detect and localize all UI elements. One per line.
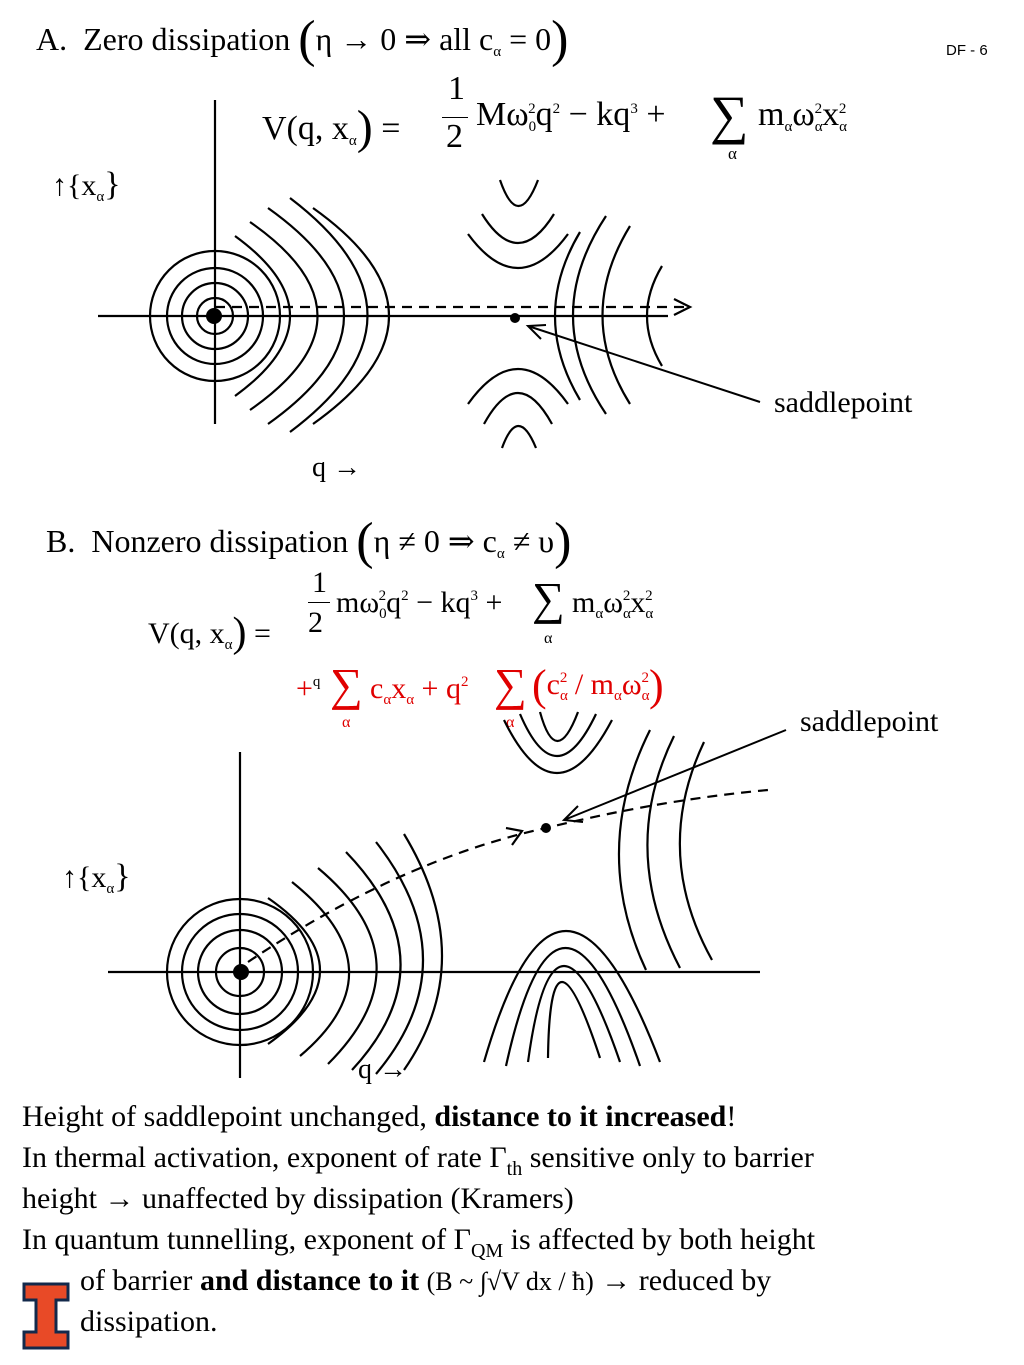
contour-arc: [617, 729, 651, 971]
body-line-5: of barrier and distance to it (B ~ ∫√V d…: [80, 1260, 771, 1302]
section-a-condition: η → 0 ⇒ all c: [315, 21, 494, 57]
section-a-xaxis-label: q →: [312, 452, 361, 483]
callout-arrow-b: [563, 729, 787, 821]
contour-circle: [214, 946, 266, 998]
formula-a-lhs-sub: α: [348, 133, 357, 149]
body-line-4: In quantum tunnelling, exponent of ΓQM i…: [22, 1219, 815, 1272]
section-b-title: Nonzero dissipation: [91, 523, 349, 559]
contour-circle: [165, 897, 315, 1047]
body-l2-sub: th: [506, 1158, 523, 1180]
body-l1-c: !: [726, 1100, 737, 1133]
yaxis-b-text: ↑{x: [62, 861, 107, 894]
contour-circle: [180, 281, 250, 351]
contour-arc: [481, 213, 555, 244]
escape-path-b: [247, 788, 769, 963]
section-b-condition: η ≠ 0 ⇒ c: [373, 523, 497, 559]
section-b-header: B. Nonzero dissipation (η ≠ 0 ⇒ cα ≠ υ): [46, 513, 572, 570]
contour-circle: [148, 249, 282, 383]
contour-arc: [500, 425, 538, 449]
section-a-title: Zero dissipation: [83, 21, 291, 57]
contour-arc: [267, 897, 321, 1045]
section-b-diagram: [108, 711, 787, 1078]
section-b-condition-sub: α: [496, 546, 505, 562]
body-l5-a: of barrier: [80, 1264, 200, 1297]
contour-arc: [312, 207, 391, 425]
contour-arc: [518, 713, 597, 757]
well-point-b: [233, 964, 249, 980]
saddlepoint-label-a: saddlepoint: [774, 386, 913, 419]
body-line-1: Height of saddlepoint unchanged, distanc…: [22, 1096, 736, 1137]
contour-arc: [403, 833, 443, 1071]
formula-b-lhs-sub: α: [224, 637, 233, 653]
yaxis-a-sub: α: [96, 189, 105, 205]
contour-arc: [498, 179, 540, 208]
body-line-2: In thermal activation, exponent of rate …: [22, 1137, 814, 1190]
body-l5-formula: (B ~ ∫√V dx / ħ): [426, 1267, 594, 1296]
well-point-a: [206, 308, 222, 324]
arrowhead-b: [505, 826, 524, 846]
contour-arc: [503, 719, 613, 775]
contour-arc: [572, 215, 607, 415]
contour-arc: [646, 265, 663, 367]
contour-arc: [482, 930, 662, 1063]
contour-arc: [601, 225, 631, 405]
contour-arc: [646, 735, 681, 969]
section-a-yaxis-label: ↑{xα}: [52, 166, 121, 205]
section-a-condition-tail: = 0: [509, 21, 552, 57]
yaxis-b-sub: α: [106, 881, 115, 897]
contour-arc: [483, 392, 553, 425]
formula-b-lhs: V(q, x: [148, 617, 225, 650]
yaxis-a-text: ↑{x: [52, 169, 97, 202]
body-line-6: dissipation.: [80, 1305, 218, 1338]
body-l4-b: is affected by both height: [503, 1223, 816, 1256]
contour-circle: [165, 266, 265, 366]
body-l4-sub: QM: [470, 1240, 504, 1262]
contour-arc: [345, 851, 402, 1071]
body-l5-c: → reduced by: [601, 1264, 772, 1297]
section-a-letter: A.: [36, 21, 68, 57]
section-b-formula: V(q, xα) = 1 2 mω02q2 − kq3 + ∑ α mαωα2x…: [148, 566, 664, 731]
body-l2-a: In thermal activation, exponent of rate …: [22, 1141, 507, 1174]
contour-arc: [317, 867, 378, 1065]
section-a-diagram: [98, 100, 761, 449]
contour-arc: [467, 233, 569, 269]
section-b-xaxis-label: q →: [358, 1054, 407, 1085]
contour-arc: [546, 980, 602, 1059]
contour-arc: [526, 964, 622, 1063]
contour-arc: [504, 946, 642, 1067]
body-line-3: height → unaffected by dissipation (Kram…: [22, 1182, 574, 1215]
contour-arc: [538, 711, 580, 743]
saddle-point-a: [510, 313, 520, 323]
section-a-header: A. Zero dissipation (η → 0 ⇒ all cα = 0): [36, 11, 569, 68]
contour-arc: [467, 368, 569, 405]
saddlepoint-label-b: saddlepoint: [800, 705, 939, 738]
body-l2-b: sensitive only to barrier: [522, 1141, 814, 1174]
contour-arc: [249, 221, 319, 411]
section-b-yaxis-label: ↑{xα}: [62, 858, 131, 897]
body-l1-a: Height of saddlepoint unchanged,: [22, 1100, 435, 1133]
formula-a-lhs: V(q, x: [262, 110, 349, 147]
illinois-block-i-logo: [22, 1282, 70, 1350]
contour-arc: [553, 231, 581, 401]
body-l1-b: distance to it increased: [434, 1100, 727, 1133]
contour-arc: [375, 841, 424, 1075]
contour-arc: [678, 741, 713, 961]
section-a-condition-sub: α: [493, 44, 502, 60]
slide-id: DF - 6: [946, 42, 988, 59]
section-b-condition-tail: ≠ υ: [512, 523, 555, 559]
contour-circle: [195, 296, 235, 336]
saddle-point-b: [541, 823, 551, 833]
contour-arc: [267, 207, 346, 425]
contour-arc: [234, 235, 292, 397]
body-l5-b: and distance to it: [199, 1264, 420, 1297]
arrowhead-a: [673, 298, 693, 316]
contour-circle: [196, 928, 284, 1016]
body-l4-a: In quantum tunnelling, exponent of Γ: [22, 1223, 471, 1256]
contour-arc: [289, 197, 369, 433]
contour-circle: [180, 912, 300, 1032]
callout-arrow-a: [527, 325, 761, 403]
contour-arc: [291, 881, 351, 1057]
section-b-letter: B.: [46, 523, 76, 559]
